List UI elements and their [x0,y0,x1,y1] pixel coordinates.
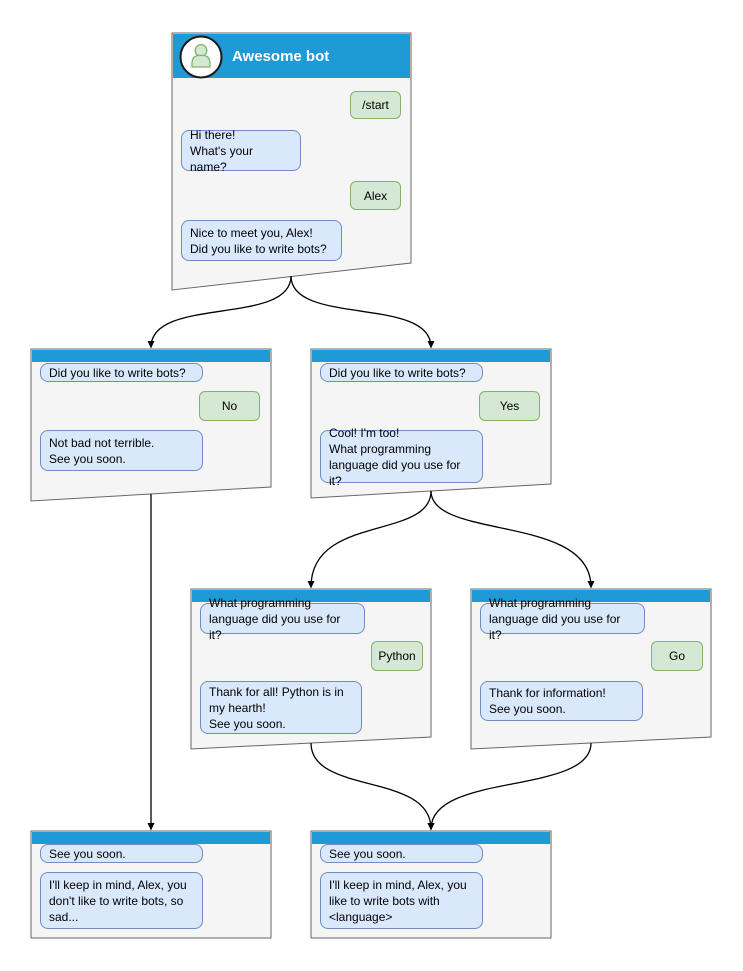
user-message-bubble: /start [350,91,401,119]
bot-message-bubble: Hi there! What's your name? [181,128,301,174]
user-message-bubble: Go [651,641,703,671]
person-icon-body [191,54,211,68]
connector-python-branch-to-end-yes [310,742,435,831]
connector-root-to-yes-branch [290,275,435,349]
bot-message-bubble: Nice to meet you, Alex! Did you like to … [181,220,342,261]
connector-yes-branch-to-python-branch [307,490,432,589]
bot-avatar-icon [179,35,223,79]
chat-window-header-no-branch [32,350,270,362]
chat-window-header-root: Awesome bot [173,34,410,79]
bot-message-bubble: Cool! I'm too! What programming language… [320,426,483,488]
chat-window-header-python-branch [192,590,430,602]
chat-window-header-go-branch [472,590,710,602]
bot-message-bubble: Did you like to write bots? [40,363,203,382]
bot-message-bubble: Not bad not terrible. See you soon. [40,430,203,471]
chat-window-header-end-no [32,832,270,844]
chat-window-header-yes-branch [312,350,550,362]
user-message-bubble: Yes [479,391,540,421]
bot-message-bubble: Thank for information! See you soon. [480,681,643,721]
bot-title: Awesome bot [232,47,330,65]
bot-message-bubble: I'll keep in mind, Alex, you like to wri… [320,872,483,929]
bot-message-bubble: See you soon. [40,844,203,863]
connector-go-branch-to-end-yes [427,742,592,831]
user-message-bubble: Python [371,641,423,671]
chat-window-header-end-yes [312,832,550,844]
user-message-bubble: No [199,391,260,421]
connector-root-to-no-branch [147,275,292,349]
user-message-bubble: Alex [350,181,401,210]
bot-message-bubble: I'll keep in mind, Alex, you don't like … [40,872,203,929]
bot-message-bubble: What programming language did you use fo… [480,596,645,642]
bot-message-bubble: See you soon. [320,844,483,863]
bot-message-bubble: Thank for all! Python is in my hearth! S… [200,681,362,734]
bot-message-bubble: Did you like to write bots? [320,363,483,382]
connector-yes-branch-to-go-branch [430,490,595,589]
bot-message-bubble: What programming language did you use fo… [200,596,365,642]
person-icon-head [194,44,208,57]
